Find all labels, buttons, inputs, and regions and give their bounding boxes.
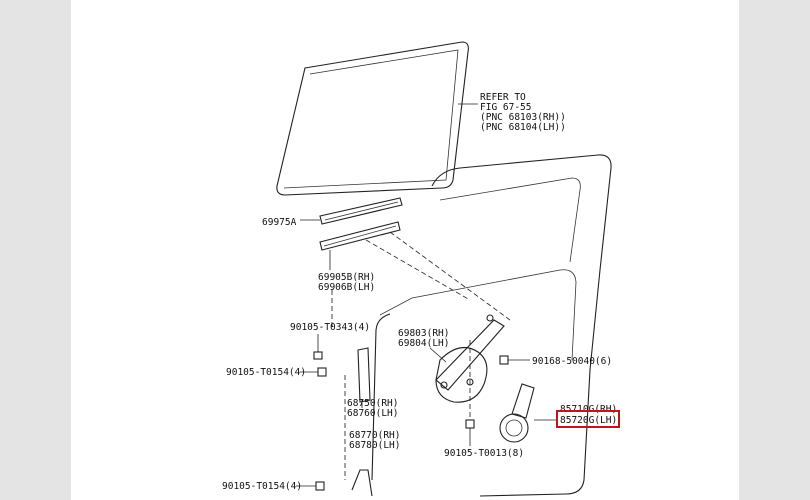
part-label-90168[interactable]: 90168-50040(6) bbox=[532, 356, 612, 367]
part-label-69803[interactable]: 69803(RH) bbox=[398, 328, 449, 339]
part-label-69905b[interactable]: 69905B(RH) bbox=[318, 272, 375, 283]
part-label-68770[interactable]: 68770(RH) bbox=[349, 430, 400, 441]
weatherstrip bbox=[319, 221, 401, 270]
part-label-68780[interactable]: 68780(LH) bbox=[349, 440, 400, 451]
part-label-bolt-mid[interactable]: 90105-T0154(4) bbox=[226, 367, 306, 378]
part-label-85720g[interactable]: 85720G(LH) bbox=[560, 415, 617, 426]
part-label-69975a[interactable]: 69975A bbox=[262, 217, 297, 228]
door-frame bbox=[331, 154, 612, 497]
part-label-69804[interactable]: 69804(LH) bbox=[398, 338, 449, 349]
refer-note-line1: REFER TO bbox=[480, 92, 526, 103]
refer-note-line4: (PNC 68104(LH)) bbox=[480, 122, 566, 133]
regulator-motor bbox=[499, 383, 557, 443]
part-label-bolt-top[interactable]: 90105-T0343(4) bbox=[290, 322, 370, 333]
part-label-68750[interactable]: 68750(RH) bbox=[347, 398, 398, 409]
bolts bbox=[296, 334, 530, 491]
part-label-68760[interactable]: 68760(LH) bbox=[347, 408, 398, 419]
part-label-69906b[interactable]: 69906B(LH) bbox=[318, 282, 375, 293]
part-label-90105-t0013[interactable]: 90105-T0013(8) bbox=[444, 448, 524, 459]
part-label-85710g[interactable]: 85710G(RH) bbox=[560, 404, 617, 415]
part-label-bolt-bottom[interactable]: 90105-T0154(4) bbox=[222, 481, 302, 492]
run-channel bbox=[300, 197, 403, 225]
refer-note-line3: (PNC 68103(RH)) bbox=[480, 112, 566, 123]
highlight-box bbox=[556, 410, 620, 428]
window-regulator bbox=[429, 314, 505, 403]
diagram-sheet bbox=[71, 0, 739, 500]
door-glass bbox=[276, 41, 478, 196]
refer-note-line2: FIG 67-55 bbox=[480, 102, 531, 113]
lower-channels bbox=[351, 347, 373, 497]
